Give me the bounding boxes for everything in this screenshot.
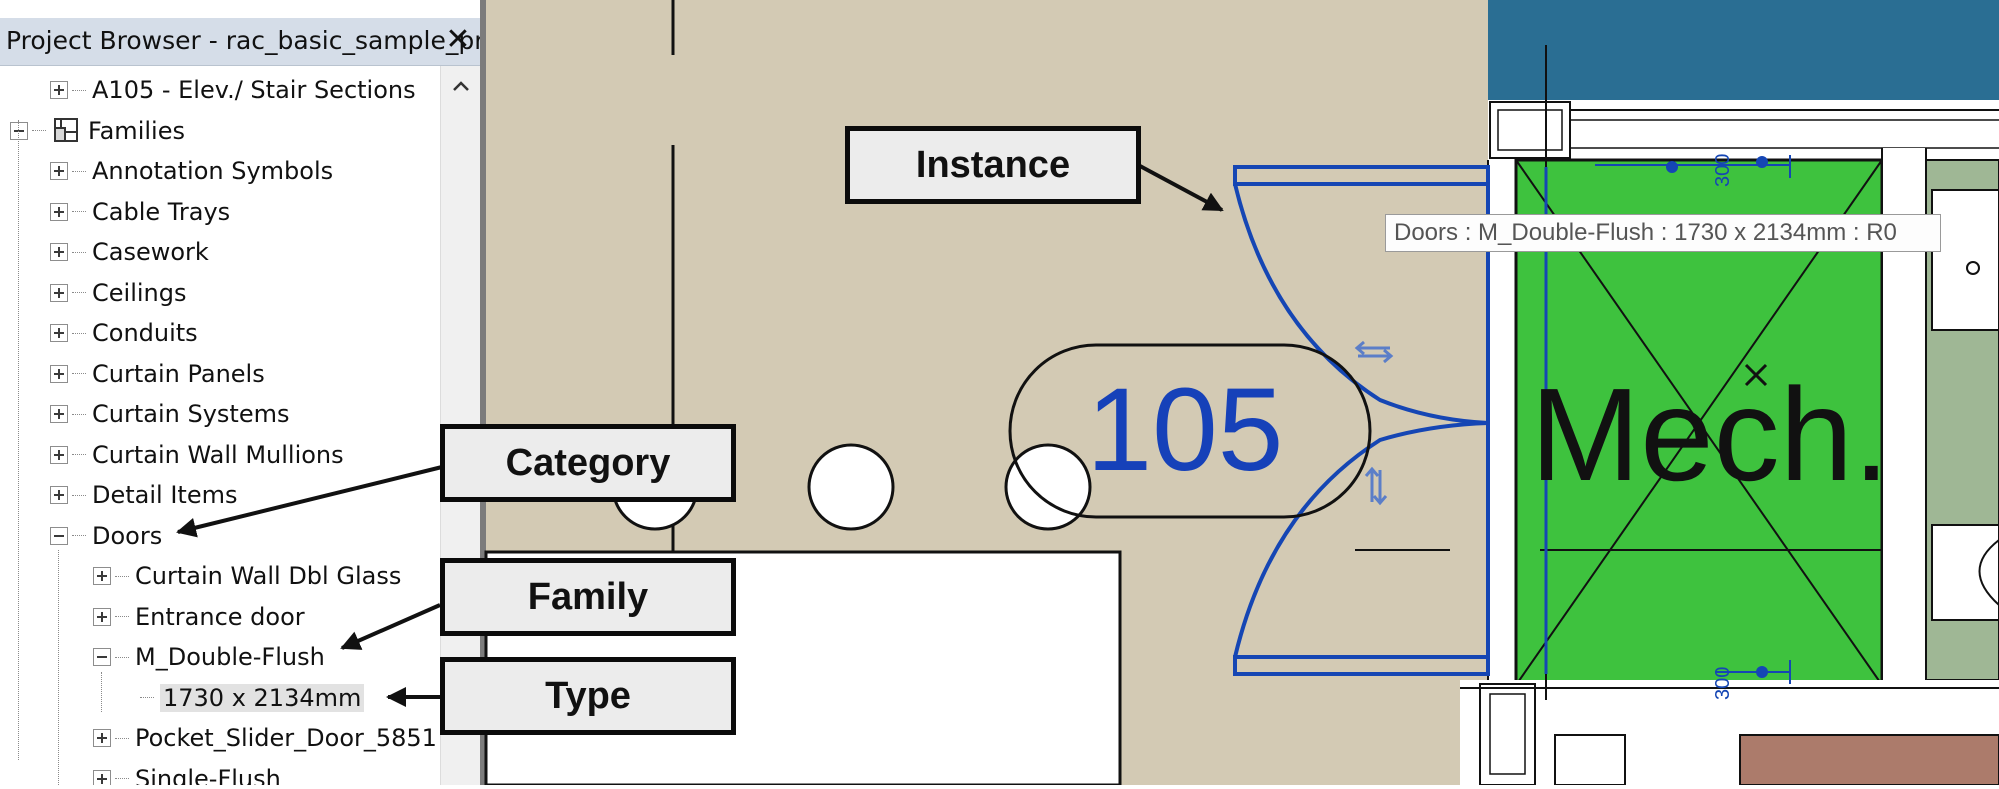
expand-plus-icon[interactable] bbox=[50, 445, 68, 464]
tree-connector bbox=[72, 251, 86, 253]
tree-item-label: Entrance door bbox=[135, 602, 305, 631]
tree-item-label: Doors bbox=[92, 521, 163, 550]
tree-guide-line bbox=[18, 120, 19, 760]
tree-item[interactable]: 1730 x 2134mm bbox=[140, 679, 365, 717]
collapse-minus-icon[interactable] bbox=[50, 526, 68, 545]
tree-guide-line bbox=[101, 672, 102, 712]
families-icon bbox=[54, 117, 78, 142]
element-tooltip: Doors : M_Double-Flush : 1730 x 2134mm :… bbox=[1385, 214, 1941, 252]
tree-item[interactable]: Curtain Systems bbox=[50, 395, 289, 433]
tree-connector bbox=[115, 616, 129, 617]
tree-connector bbox=[72, 89, 86, 91]
tree-item[interactable]: A105 - Elev./ Stair Sections bbox=[50, 71, 416, 109]
tree-connector bbox=[72, 170, 86, 172]
expand-plus-icon[interactable] bbox=[93, 769, 111, 785]
tree-item-label: M_Double-Flush bbox=[135, 643, 325, 671]
expand-plus-icon[interactable] bbox=[93, 729, 111, 747]
tree-connector bbox=[72, 413, 86, 415]
dimension-label: 300 bbox=[1712, 154, 1734, 187]
tree-guide-line bbox=[58, 550, 59, 785]
expand-plus-icon[interactable] bbox=[50, 81, 68, 99]
expand-plus-icon[interactable] bbox=[50, 486, 68, 504]
tree-item[interactable]: Ceilings bbox=[50, 274, 186, 312]
tree-connector bbox=[32, 130, 46, 131]
tree-item-label: Ceilings bbox=[92, 278, 187, 307]
tree-connector bbox=[115, 656, 129, 658]
tree-connector bbox=[72, 332, 86, 334]
tree-connector bbox=[115, 778, 129, 779]
dimension-label: 300 bbox=[1712, 667, 1734, 700]
collapse-minus-icon[interactable] bbox=[10, 121, 28, 140]
expand-plus-icon[interactable] bbox=[50, 162, 68, 180]
tree-item-label: Pocket_Slider_Door_5851 bbox=[135, 724, 437, 752]
tree-item-label: Detail Items bbox=[92, 481, 238, 509]
callout-family: Family bbox=[440, 558, 736, 636]
room-brown-fill bbox=[1739, 734, 1999, 786]
tree-item-label: Conduits bbox=[92, 319, 198, 347]
expand-plus-icon[interactable] bbox=[50, 405, 68, 423]
tree-item-label: Families bbox=[88, 116, 185, 145]
tree-item[interactable]: Casework bbox=[50, 233, 209, 271]
tree-item-label: Single-Flush bbox=[135, 764, 281, 786]
expand-plus-icon[interactable] bbox=[50, 324, 68, 342]
tree-item[interactable]: Detail Items bbox=[50, 476, 237, 514]
room-blue-fill bbox=[1488, 0, 1999, 100]
tree-connector bbox=[140, 697, 154, 698]
expand-plus-icon[interactable] bbox=[50, 243, 68, 261]
tree-item-label: Annotation Symbols bbox=[92, 157, 334, 185]
expand-plus-icon[interactable] bbox=[50, 283, 68, 302]
collapse-minus-icon[interactable] bbox=[93, 648, 111, 666]
panel-divider bbox=[480, 0, 486, 785]
tree-connector bbox=[72, 373, 86, 374]
tree-item[interactable]: Curtain Panels bbox=[50, 355, 265, 393]
callout-instance: Instance bbox=[845, 126, 1141, 204]
close-icon[interactable]: ✕ bbox=[445, 22, 471, 57]
tree-item[interactable]: Cable Trays bbox=[50, 193, 230, 231]
tree-connector bbox=[72, 535, 86, 536]
tree-item[interactable]: Families bbox=[10, 112, 185, 150]
tree-item[interactable]: M_Double-Flush bbox=[93, 638, 325, 676]
column-circle bbox=[807, 443, 895, 531]
expand-plus-icon[interactable] bbox=[50, 202, 68, 221]
tree-item[interactable]: Conduits bbox=[50, 314, 198, 352]
tree-connector bbox=[72, 454, 86, 455]
tree-item-label: A105 - Elev./ Stair Sections bbox=[92, 76, 416, 104]
callout-category: Category bbox=[440, 424, 736, 502]
tree-connector bbox=[115, 575, 129, 577]
tree-item[interactable]: Doors bbox=[50, 517, 162, 555]
tree-connector bbox=[72, 211, 86, 212]
tree-item-label: Cable Trays bbox=[92, 197, 231, 226]
tree-item[interactable]: Entrance door bbox=[93, 598, 305, 636]
tree-connector bbox=[72, 494, 86, 496]
tree-connector bbox=[72, 292, 86, 293]
expand-plus-icon[interactable] bbox=[93, 567, 111, 585]
flip-arrows bbox=[1354, 340, 1394, 506]
tree-connector bbox=[115, 737, 129, 739]
tree-item[interactable]: Pocket_Slider_Door_5851 bbox=[93, 719, 437, 757]
callout-type: Type bbox=[440, 657, 736, 735]
chevron-up-icon[interactable] bbox=[449, 74, 473, 98]
room-number: 105 bbox=[1087, 364, 1284, 496]
tree-item-label: Curtain Wall Dbl Glass bbox=[135, 562, 402, 590]
expand-plus-icon[interactable] bbox=[50, 364, 68, 383]
tree-item[interactable]: Annotation Symbols bbox=[50, 152, 333, 190]
room-tag bbox=[1008, 343, 1372, 519]
project-browser-title: Project Browser - rac_basic_sample_pr... bbox=[6, 26, 480, 55]
room-name: Mech. bbox=[1530, 361, 1889, 508]
tree-item[interactable]: Curtain Wall Dbl Glass bbox=[93, 557, 401, 595]
dimension-marker bbox=[1595, 155, 1791, 684]
tree-item[interactable]: Curtain Wall Mullions bbox=[50, 436, 344, 474]
project-browser-panel: Project Browser - rac_basic_sample_pr...… bbox=[0, 0, 480, 785]
tree-item-label: 1730 x 2134mm bbox=[160, 683, 365, 712]
tree-item-label: Curtain Wall Mullions bbox=[92, 440, 344, 469]
tree-item[interactable]: Single-Flush bbox=[93, 760, 281, 786]
column-circle bbox=[1004, 443, 1092, 531]
expand-plus-icon[interactable] bbox=[93, 607, 111, 626]
tree-item-label: Curtain Systems bbox=[92, 400, 290, 428]
tree-item-label: Curtain Panels bbox=[92, 359, 265, 388]
tree-item-label: Casework bbox=[92, 238, 209, 266]
project-browser-title-bar: Project Browser - rac_basic_sample_pr...… bbox=[0, 18, 480, 66]
